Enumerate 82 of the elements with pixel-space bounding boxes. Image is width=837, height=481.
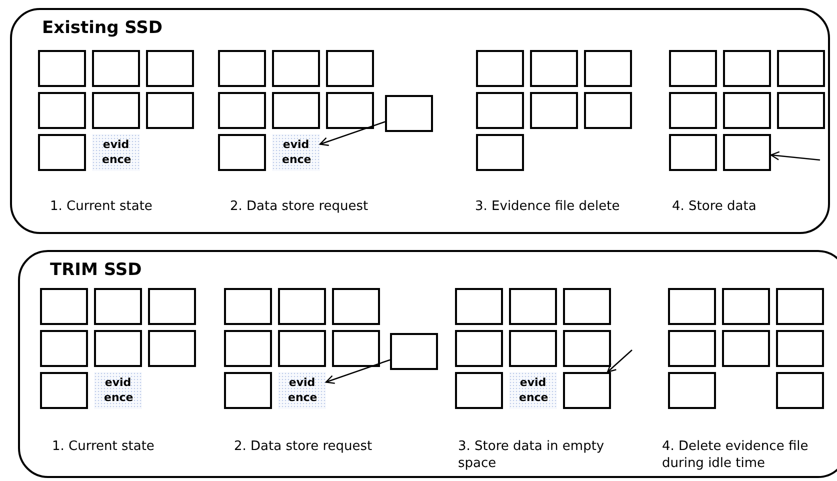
data-block (272, 92, 320, 129)
panel (18, 250, 837, 478)
panel-title: TRIM SSD (50, 260, 142, 280)
data-block (38, 50, 86, 87)
data-block (669, 50, 717, 87)
data-block (218, 92, 266, 129)
data-block (92, 92, 140, 129)
data-block (584, 92, 632, 129)
data-block (455, 288, 503, 325)
data-block (668, 288, 716, 325)
data-block (94, 288, 142, 325)
arrow (770, 151, 820, 161)
data-block (776, 330, 824, 367)
data-block (218, 50, 266, 87)
step-caption: 4. Store data (672, 198, 758, 215)
data-block (218, 134, 266, 171)
panel-title: Existing SSD (42, 18, 163, 38)
data-block (148, 288, 196, 325)
data-block (722, 330, 770, 367)
data-block (326, 50, 374, 87)
data-block (38, 134, 86, 171)
data-block (455, 330, 503, 367)
step-caption: 3. Evidence file delete (475, 198, 621, 215)
data-block (92, 50, 140, 87)
data-block (38, 92, 86, 129)
evidence-block: evid ence (278, 372, 326, 409)
data-block (723, 134, 771, 171)
data-block (278, 288, 326, 325)
data-block (722, 288, 770, 325)
data-block (723, 92, 771, 129)
data-block (776, 372, 824, 409)
data-block (224, 288, 272, 325)
evidence-block: evid ence (509, 372, 557, 409)
step-caption: 2. Data store request (234, 438, 374, 455)
arrow (325, 359, 390, 384)
data-block (509, 330, 557, 367)
data-block (530, 92, 578, 129)
data-block (777, 50, 825, 87)
data-block (668, 372, 716, 409)
step-caption: 4. Delete evidence file during idle time (662, 438, 810, 472)
evidence-block: evid ence (94, 372, 142, 409)
step-caption: 1. Current state (50, 198, 154, 215)
data-block (278, 330, 326, 367)
data-block (530, 50, 578, 87)
data-block (40, 288, 88, 325)
data-block (476, 50, 524, 87)
data-block (94, 330, 142, 367)
data-block (40, 372, 88, 409)
data-block (146, 92, 194, 129)
data-block (332, 288, 380, 325)
data-block (776, 288, 824, 325)
data-block (476, 134, 524, 171)
data-block (148, 330, 196, 367)
data-block (146, 50, 194, 87)
data-block (385, 95, 433, 132)
step-caption: 2. Data store request (230, 198, 370, 215)
data-block (224, 372, 272, 409)
data-block (563, 330, 611, 367)
data-block (272, 50, 320, 87)
data-block (332, 330, 380, 367)
step-caption: 3. Store data in empty space (458, 438, 606, 472)
data-block (668, 330, 716, 367)
evidence-block: evid ence (92, 134, 140, 171)
panel (10, 8, 830, 234)
data-block (476, 92, 524, 129)
arrow (606, 350, 632, 373)
data-block (584, 50, 632, 87)
data-block (563, 372, 611, 409)
data-block (455, 372, 503, 409)
data-block (326, 92, 374, 129)
data-block (509, 288, 557, 325)
arrow (319, 121, 386, 146)
evidence-block: evid ence (272, 134, 320, 171)
data-block (669, 134, 717, 171)
step-caption: 1. Current state (52, 438, 156, 455)
data-block (224, 330, 272, 367)
data-block (563, 288, 611, 325)
data-block (390, 333, 438, 370)
data-block (40, 330, 88, 367)
data-block (723, 50, 771, 87)
data-block (777, 92, 825, 129)
data-block (669, 92, 717, 129)
